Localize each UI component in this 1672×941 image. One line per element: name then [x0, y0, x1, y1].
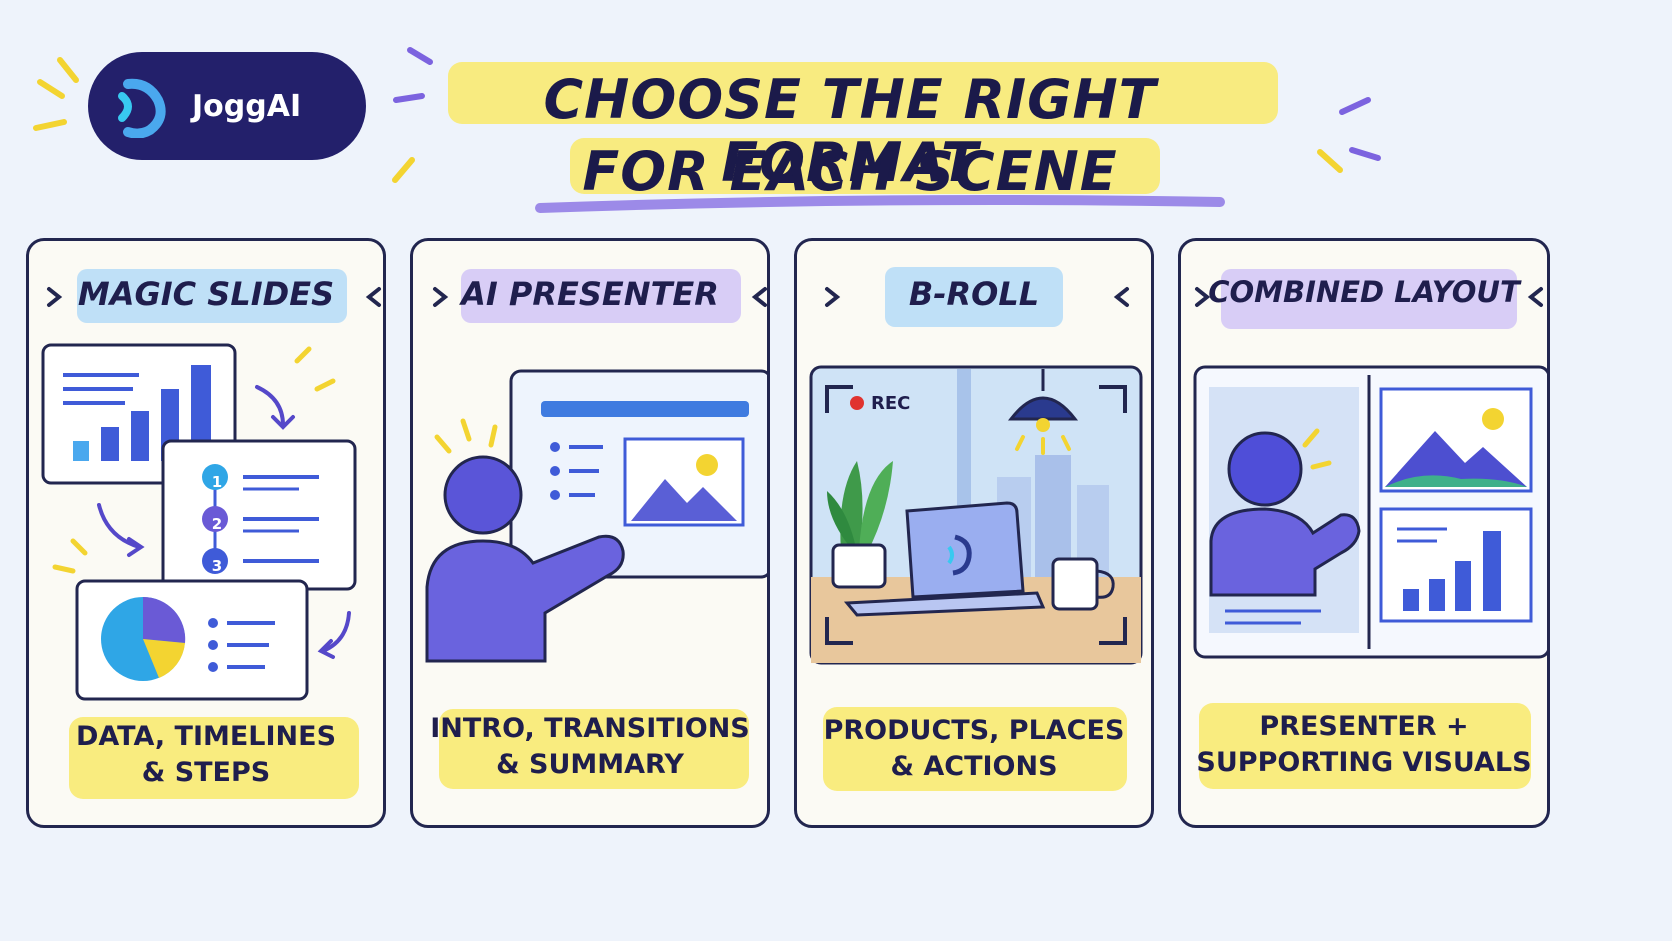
caption-line-2: SUPPORTING VISUALS	[1196, 747, 1532, 778]
page-title: CHOOSE THE RIGHT FORMAT FOR EACH SCENE	[430, 40, 1270, 220]
title-line-2: FOR EACH SCENE	[582, 140, 1118, 203]
magic-slides-illustration	[41, 269, 381, 799]
caption-line-2: & SUMMARY	[496, 749, 684, 780]
step-2-label: 2	[211, 515, 223, 533]
panel-caption-ai-presenter: INTRO, TRANSITIONS & SUMMARY	[413, 711, 767, 783]
combined-layout-illustration	[1193, 269, 1547, 789]
b-roll-illustration	[809, 267, 1143, 791]
pie-chart-slide	[75, 579, 309, 701]
caption-line-1: DATA, TIMELINES	[75, 721, 337, 752]
caption-line-2: & STEPS	[141, 757, 271, 788]
title-line-1: CHOOSE THE RIGHT FORMAT	[543, 68, 1157, 194]
joggai-mark-icon	[118, 78, 166, 138]
panel-caption-b-roll: PRODUCTS, PLACES & ACTIONS	[797, 713, 1151, 785]
panel-title-ai-presenter: AI PRESENTER	[461, 275, 719, 313]
panel-magic-slides: MAGIC SLIDES 1 2 3 DATA, TIMELINES & STE…	[26, 238, 386, 828]
panel-title-magic-slides: MAGIC SLIDES	[77, 275, 335, 313]
panel-title-b-roll: B-ROLL	[908, 275, 1040, 313]
step-3-label: 3	[211, 557, 223, 575]
panel-combined-layout: COMBINED LAYOUT PRESENTER + SUPPORTING V…	[1178, 238, 1550, 828]
ai-presenter-illustration	[425, 269, 767, 789]
rec-label: REC	[871, 393, 911, 414]
joggai-logo[interactable]: JoggAI	[88, 52, 366, 160]
panel-ai-presenter: AI PRESENTER INTRO, TRANSITIONS & SUMMAR…	[410, 238, 770, 828]
logo-name: JoggAI	[192, 88, 302, 124]
panel-caption-combined-layout: PRESENTER + SUPPORTING VISUALS	[1181, 709, 1547, 781]
caption-line-1: INTRO, TRANSITIONS	[430, 713, 750, 744]
panel-b-roll: B-ROLL REC PRODUCTS, PLACES & ACTIONS	[794, 238, 1154, 828]
panel-caption-magic-slides: DATA, TIMELINES & STEPS	[29, 719, 383, 791]
panel-title-combined-layout: COMBINED LAYOUT	[1208, 275, 1520, 309]
caption-line-1: PRESENTER +	[1259, 711, 1469, 742]
step-1-label: 1	[211, 473, 223, 491]
steps-slide	[161, 439, 357, 591]
caption-line-1: PRODUCTS, PLACES	[823, 715, 1125, 746]
caption-line-2: & ACTIONS	[890, 751, 1058, 782]
